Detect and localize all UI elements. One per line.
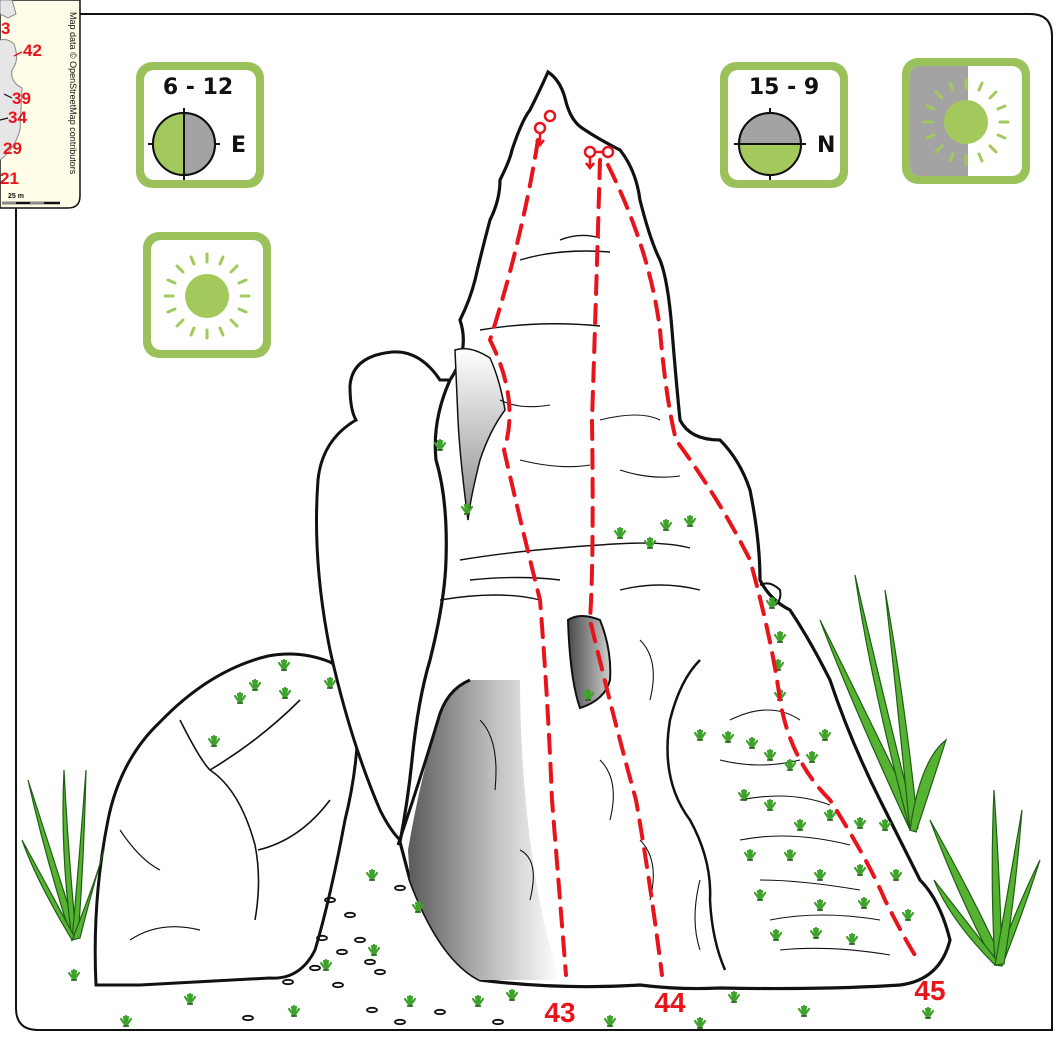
badge-time-range: 6 - 12	[163, 75, 233, 100]
minimap-inset: 3 42 39 34 29 21 Map data © OpenStreetMa…	[0, 0, 80, 208]
minimap-label: 3	[1, 19, 10, 38]
minimap-label: 34	[8, 108, 27, 127]
aspect-badge-east: 6 - 12 E	[136, 62, 264, 188]
tall-grass-left	[22, 770, 104, 940]
partial-shade-badge	[902, 58, 1030, 184]
main-spire	[398, 72, 950, 989]
badge-direction: E	[231, 133, 246, 158]
minimap-label: 29	[3, 139, 22, 158]
badge-direction: N	[817, 133, 835, 158]
minimap-label: 39	[12, 89, 31, 108]
map-credit: Map data © OpenStreetMap contributors	[68, 12, 78, 175]
full-sun-badge	[143, 232, 271, 358]
scale-label: 25 m	[8, 193, 24, 200]
minimap-label: 42	[23, 41, 42, 60]
aspect-badge-north: 15 - 9 N	[720, 62, 848, 188]
minimap-label: 21	[0, 169, 19, 188]
route-number: 44	[654, 987, 686, 1018]
badge-time-range: 15 - 9	[749, 75, 819, 100]
route-number: 43	[544, 997, 575, 1028]
route-number: 45	[914, 975, 945, 1006]
